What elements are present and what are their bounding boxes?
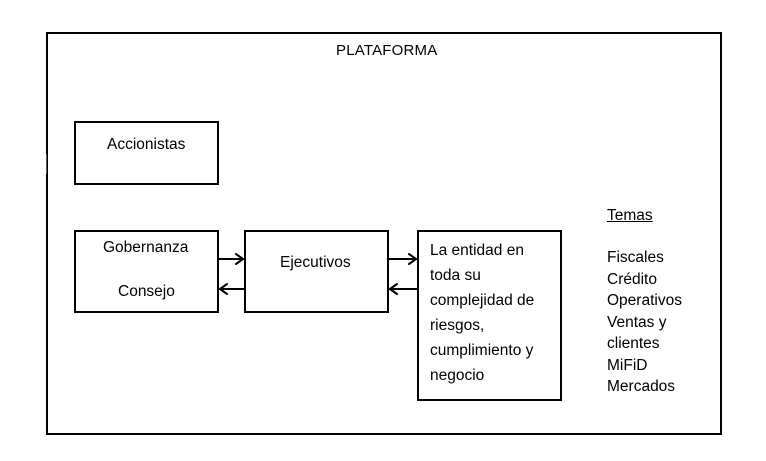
arrow-entidad-to-ejecutivos (389, 283, 418, 295)
node-consejo-label: Consejo (118, 283, 175, 300)
arrow-ejecutivos-to-gobernanza (219, 283, 245, 295)
node-gobernanza-label: Gobernanza (103, 239, 189, 256)
node-ejecutivos: Ejecutivos (244, 230, 389, 313)
temas-item: Fiscales (607, 249, 664, 266)
node-accionistas: Accionistas (74, 121, 219, 185)
node-accionistas-label: Accionistas (107, 136, 186, 153)
temas-item: Mercados (607, 378, 676, 395)
temas-list: Fiscales Crédito Operativos Ventas y cli… (607, 247, 682, 398)
temas-title: Temas (607, 207, 653, 224)
temas-item: Operativos (607, 292, 682, 309)
temas-item: Ventas y (607, 313, 667, 331)
text-cursor-mark (46, 154, 47, 174)
temas-item: clientes (607, 335, 660, 352)
node-gobernanza: Gobernanza Consejo (74, 230, 219, 313)
node-entidad-label: La entidad en toda su complejidad de rie… (430, 242, 535, 384)
temas-item: MiFiD (607, 356, 648, 374)
arrow-ejecutivos-to-entidad (388, 253, 417, 265)
node-ejecutivos-label: Ejecutivos (280, 254, 351, 271)
platform-title: PLATAFORMA (336, 42, 438, 59)
temas-item: Crédito (607, 270, 657, 288)
platform-frame (46, 32, 722, 435)
temas-panel: Temas Fiscales Crédito Operativos Ventas… (607, 206, 682, 398)
arrow-gobernanza-to-ejecutivos (218, 253, 244, 265)
node-entidad: La entidad en toda su complejidad de rie… (417, 230, 562, 401)
